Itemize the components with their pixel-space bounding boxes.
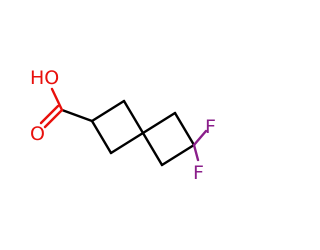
- bond-ring2-bottom-spiro: [141, 131, 164, 167]
- difluoro-group: [192, 129, 208, 162]
- bond-carboxyl-to-hydroxyl: [50, 87, 64, 112]
- fluorine-label-2: F: [193, 162, 204, 184]
- bond-ring2-spiro-top: [141, 111, 177, 135]
- hydroxyl-label: HO: [30, 67, 59, 89]
- molecule-structure: HO O F F: [30, 67, 216, 184]
- carboxylic-acid-group: [39, 87, 94, 129]
- bond-ring1-top-right: [90, 99, 126, 123]
- bond-ring2-cf2-bottom: [160, 143, 196, 167]
- bond-c-to-f2: [192, 143, 200, 162]
- bond-ring2-top-cf2: [173, 111, 196, 147]
- bond-c-to-f1: [192, 129, 208, 147]
- bond-ring-to-carboxyl: [60, 108, 94, 123]
- carbonyl-oxygen-label: O: [30, 123, 45, 145]
- fluorine-label-1: F: [205, 116, 216, 138]
- bond-ring1-bottom-left: [90, 119, 113, 155]
- bond-carbonyl-double-2: [39, 104, 60, 125]
- bond-ring1-spiro-bottom: [109, 131, 145, 155]
- right-cyclobutane-ring: [141, 111, 196, 167]
- bond-carbonyl-double-1: [43, 108, 64, 129]
- left-cyclobutane-ring: [90, 99, 145, 155]
- bond-ring1-right-spiro: [122, 99, 145, 135]
